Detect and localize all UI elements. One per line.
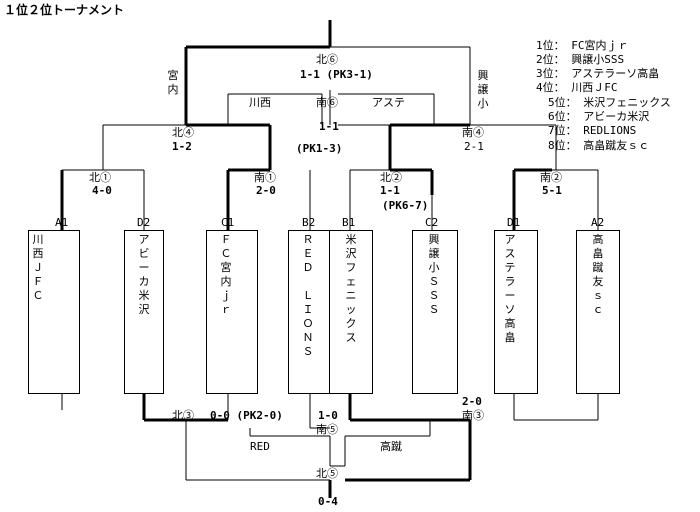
- match-n6-left: 宮内: [167, 69, 179, 96]
- match-n2-score: 1-1: [380, 184, 400, 197]
- seed-b2: B2: [302, 216, 316, 229]
- seed-a2: A2: [591, 216, 605, 229]
- team-name: アビーカ米沢: [138, 233, 150, 316]
- match-s6-pk: (PK1-3): [296, 142, 343, 155]
- match-n5-score: 0-4: [318, 495, 338, 508]
- ranking-4: 4位： 川西ＪFC: [536, 81, 618, 94]
- match-s3-label: 南③: [462, 409, 484, 422]
- match-s1-label: 南①: [254, 171, 276, 184]
- match-s6-label: 南⑥: [316, 96, 338, 109]
- match-s5-score: 1-0: [318, 409, 338, 422]
- match-n6-score: 1-1 (PK3-1): [300, 68, 373, 81]
- match-s4-score: 2-1: [464, 140, 484, 153]
- page-title: １位２位トーナメント: [4, 3, 125, 17]
- seed-c1: C1: [221, 216, 235, 229]
- match-s2-label: 南②: [540, 171, 562, 184]
- match-n4-label: 北④: [172, 126, 194, 139]
- team-box-b1: 米沢フェニックス: [329, 230, 373, 394]
- match-s6-score: 1-1: [319, 120, 339, 133]
- match-n2-pk: (PK6-7): [382, 199, 429, 212]
- ranking-7: 7位： REDLIONS: [548, 124, 637, 137]
- ranking-6: 6位： アビーカ米沢: [548, 110, 650, 123]
- match-s2-score: 5-1: [542, 184, 562, 197]
- match-s5-label: 南⑤: [316, 423, 338, 436]
- match-s3-score: 2-0: [462, 395, 482, 408]
- team-box-d2: アビーカ米沢: [124, 230, 164, 394]
- team-name: アステラーソ高畠: [504, 233, 516, 344]
- match-n1-score: 4-0: [92, 184, 112, 197]
- match-n5-label: 北⑤: [316, 467, 338, 480]
- seed-d2: D2: [137, 216, 151, 229]
- ranking-8: 8位： 高畠蹴友ｓｃ: [548, 139, 650, 152]
- team-name: 米沢フェニックス: [345, 233, 357, 344]
- match-n6-label: 北⑥: [316, 53, 338, 66]
- ranking-5: 5位： 米沢フェニックス: [548, 96, 671, 109]
- seed-d1: D1: [507, 216, 521, 229]
- match-s5-right: 高蹴: [380, 440, 402, 453]
- seed-c2: C2: [425, 216, 439, 229]
- ranking-3: 3位： アステラーソ高畠: [536, 67, 660, 80]
- match-s5-left: RED: [250, 440, 270, 453]
- match-n2-label: 北②: [380, 171, 402, 184]
- seed-b1: B1: [342, 216, 356, 229]
- ranking-1: 1位： FC宮内ｊｒ: [536, 39, 629, 52]
- match-s6-left: 川西: [249, 96, 271, 109]
- match-n1-label: 北①: [89, 171, 111, 184]
- team-box-d1: アステラーソ高畠: [494, 230, 538, 394]
- match-n6-right: 興譲小: [477, 69, 489, 110]
- match-s4-label: 南④: [462, 126, 484, 139]
- match-s1-score: 2-0: [256, 184, 276, 197]
- match-n3-score: 0-0 (PK2-0): [210, 409, 283, 422]
- match-s6-right: アステ: [372, 96, 405, 109]
- match-n3-label: 北③: [172, 409, 194, 422]
- match-n4-score: 1-2: [172, 140, 192, 153]
- ranking-2: 2位： 興譲小SSS: [536, 53, 625, 66]
- seed-a1: A1: [55, 216, 69, 229]
